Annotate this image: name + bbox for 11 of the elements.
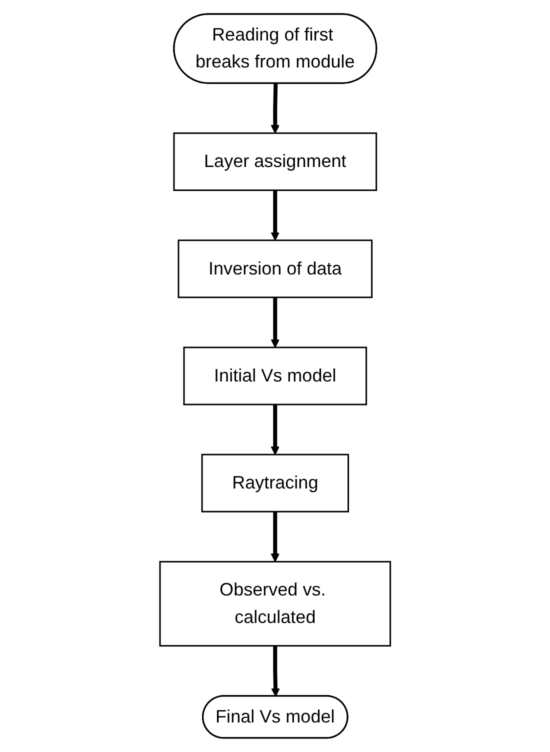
arrow xyxy=(270,646,280,697)
arrow xyxy=(270,404,280,455)
node-box: Raytracing xyxy=(201,454,349,512)
arrow xyxy=(270,512,280,562)
node-box: Initial Vs model xyxy=(183,346,367,406)
node-box: Observed vs. calculated xyxy=(159,560,391,647)
node-box: Inversion of data xyxy=(178,240,372,298)
arrow xyxy=(270,84,280,134)
node-box: Layer assignment xyxy=(173,132,377,192)
arrow xyxy=(270,297,280,348)
arrow xyxy=(270,190,280,241)
